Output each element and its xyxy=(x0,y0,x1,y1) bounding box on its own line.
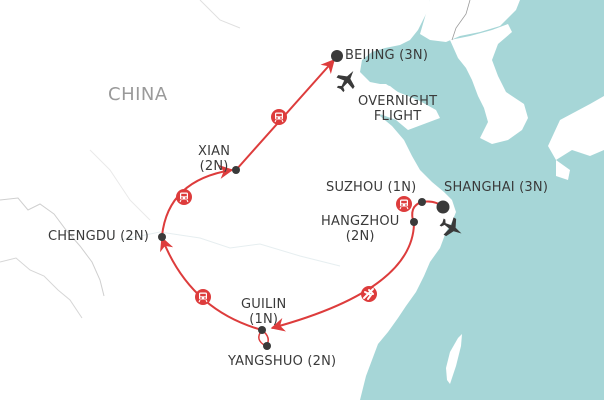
label-yangshuo: YANGSHUO (2N) xyxy=(228,354,337,369)
label-shanghai: SHANGHAI (3N) xyxy=(444,180,549,195)
river-line xyxy=(89,149,151,221)
label-beijing: BEIJING (3N) xyxy=(345,48,429,63)
border-line xyxy=(0,197,105,297)
stop-xian-dot xyxy=(232,166,240,174)
stop-guilin-dot xyxy=(258,326,266,334)
label-suzhou: SUZHOU (1N) xyxy=(326,180,417,195)
japan-land xyxy=(548,96,604,160)
label-guilin: GUILIN (1N) xyxy=(241,297,286,327)
stop-nights: (2N) xyxy=(199,159,229,174)
border-line xyxy=(451,0,471,41)
border-line xyxy=(0,257,83,319)
overnight-flight-line1: OVERNIGHT xyxy=(358,94,438,109)
korea-land xyxy=(450,24,528,144)
stop-yangshuo-dot xyxy=(263,342,271,350)
stop-name: XIAN xyxy=(198,144,231,159)
route-hangzhou-guilin xyxy=(270,223,415,332)
stop-hangzhou-dot xyxy=(410,218,418,226)
train-icon xyxy=(176,189,192,205)
plane-icon xyxy=(336,70,355,93)
sea-area xyxy=(360,0,604,400)
overnight-flight-line2: FLIGHT xyxy=(373,109,422,124)
country-label-china: CHINA xyxy=(108,84,168,105)
train-icon xyxy=(396,196,412,212)
label-hangzhou: HANGZHOU (2N) xyxy=(321,214,400,244)
stop-name: GUILIN xyxy=(241,297,287,312)
border-line xyxy=(199,0,241,29)
train-icon xyxy=(195,289,211,305)
stop-shanghai-dot xyxy=(436,200,450,214)
stop-name: HANGZHOU xyxy=(321,214,400,229)
kyushu-land xyxy=(556,160,570,180)
flight-icon xyxy=(361,286,377,302)
label-xian: XIAN (2N) xyxy=(198,144,230,174)
stop-suzhou-dot xyxy=(418,198,426,206)
route-chengdu-xian xyxy=(161,165,234,237)
train-icon xyxy=(271,109,287,125)
taiwan-land xyxy=(446,334,462,384)
stop-nights: (1N) xyxy=(249,312,279,327)
stop-beijing-dot xyxy=(331,50,343,62)
shandong-land xyxy=(370,84,440,130)
stop-chengdu-dot xyxy=(158,233,166,241)
label-chengdu: CHENGDU (2N) xyxy=(48,229,150,244)
stop-nights: (2N) xyxy=(345,229,375,244)
plane-icon xyxy=(439,217,462,237)
label-overnight-flight: OVERNIGHT FLIGHT xyxy=(358,94,437,124)
liaodong-land xyxy=(420,0,520,42)
river-line xyxy=(119,231,341,267)
